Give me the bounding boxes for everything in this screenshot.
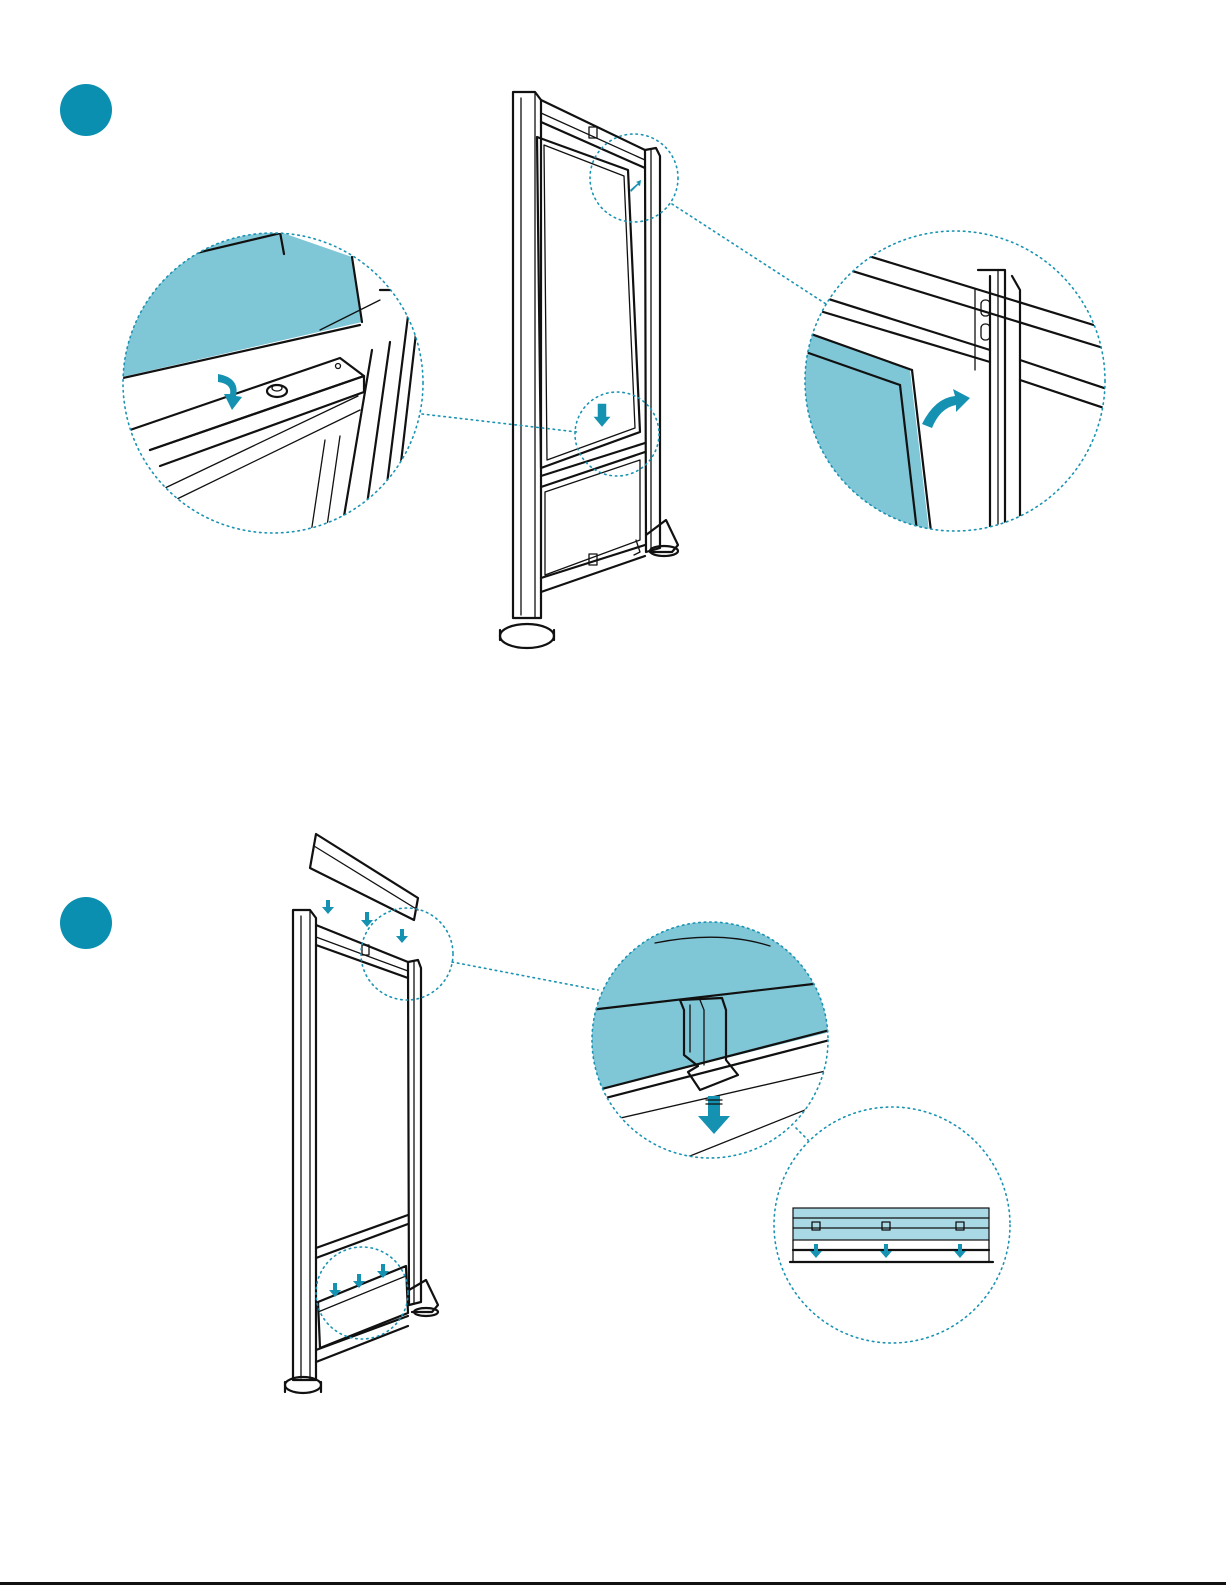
step2-clip-callout xyxy=(590,920,830,1160)
step-2-marker xyxy=(60,897,112,949)
step2-frame xyxy=(285,834,438,1393)
step1-left-callout xyxy=(100,230,423,540)
step1-right-callout xyxy=(800,231,1110,540)
step-1-marker xyxy=(60,84,112,136)
step1-frame xyxy=(500,92,678,648)
step2-rail-callout xyxy=(774,1107,1010,1343)
